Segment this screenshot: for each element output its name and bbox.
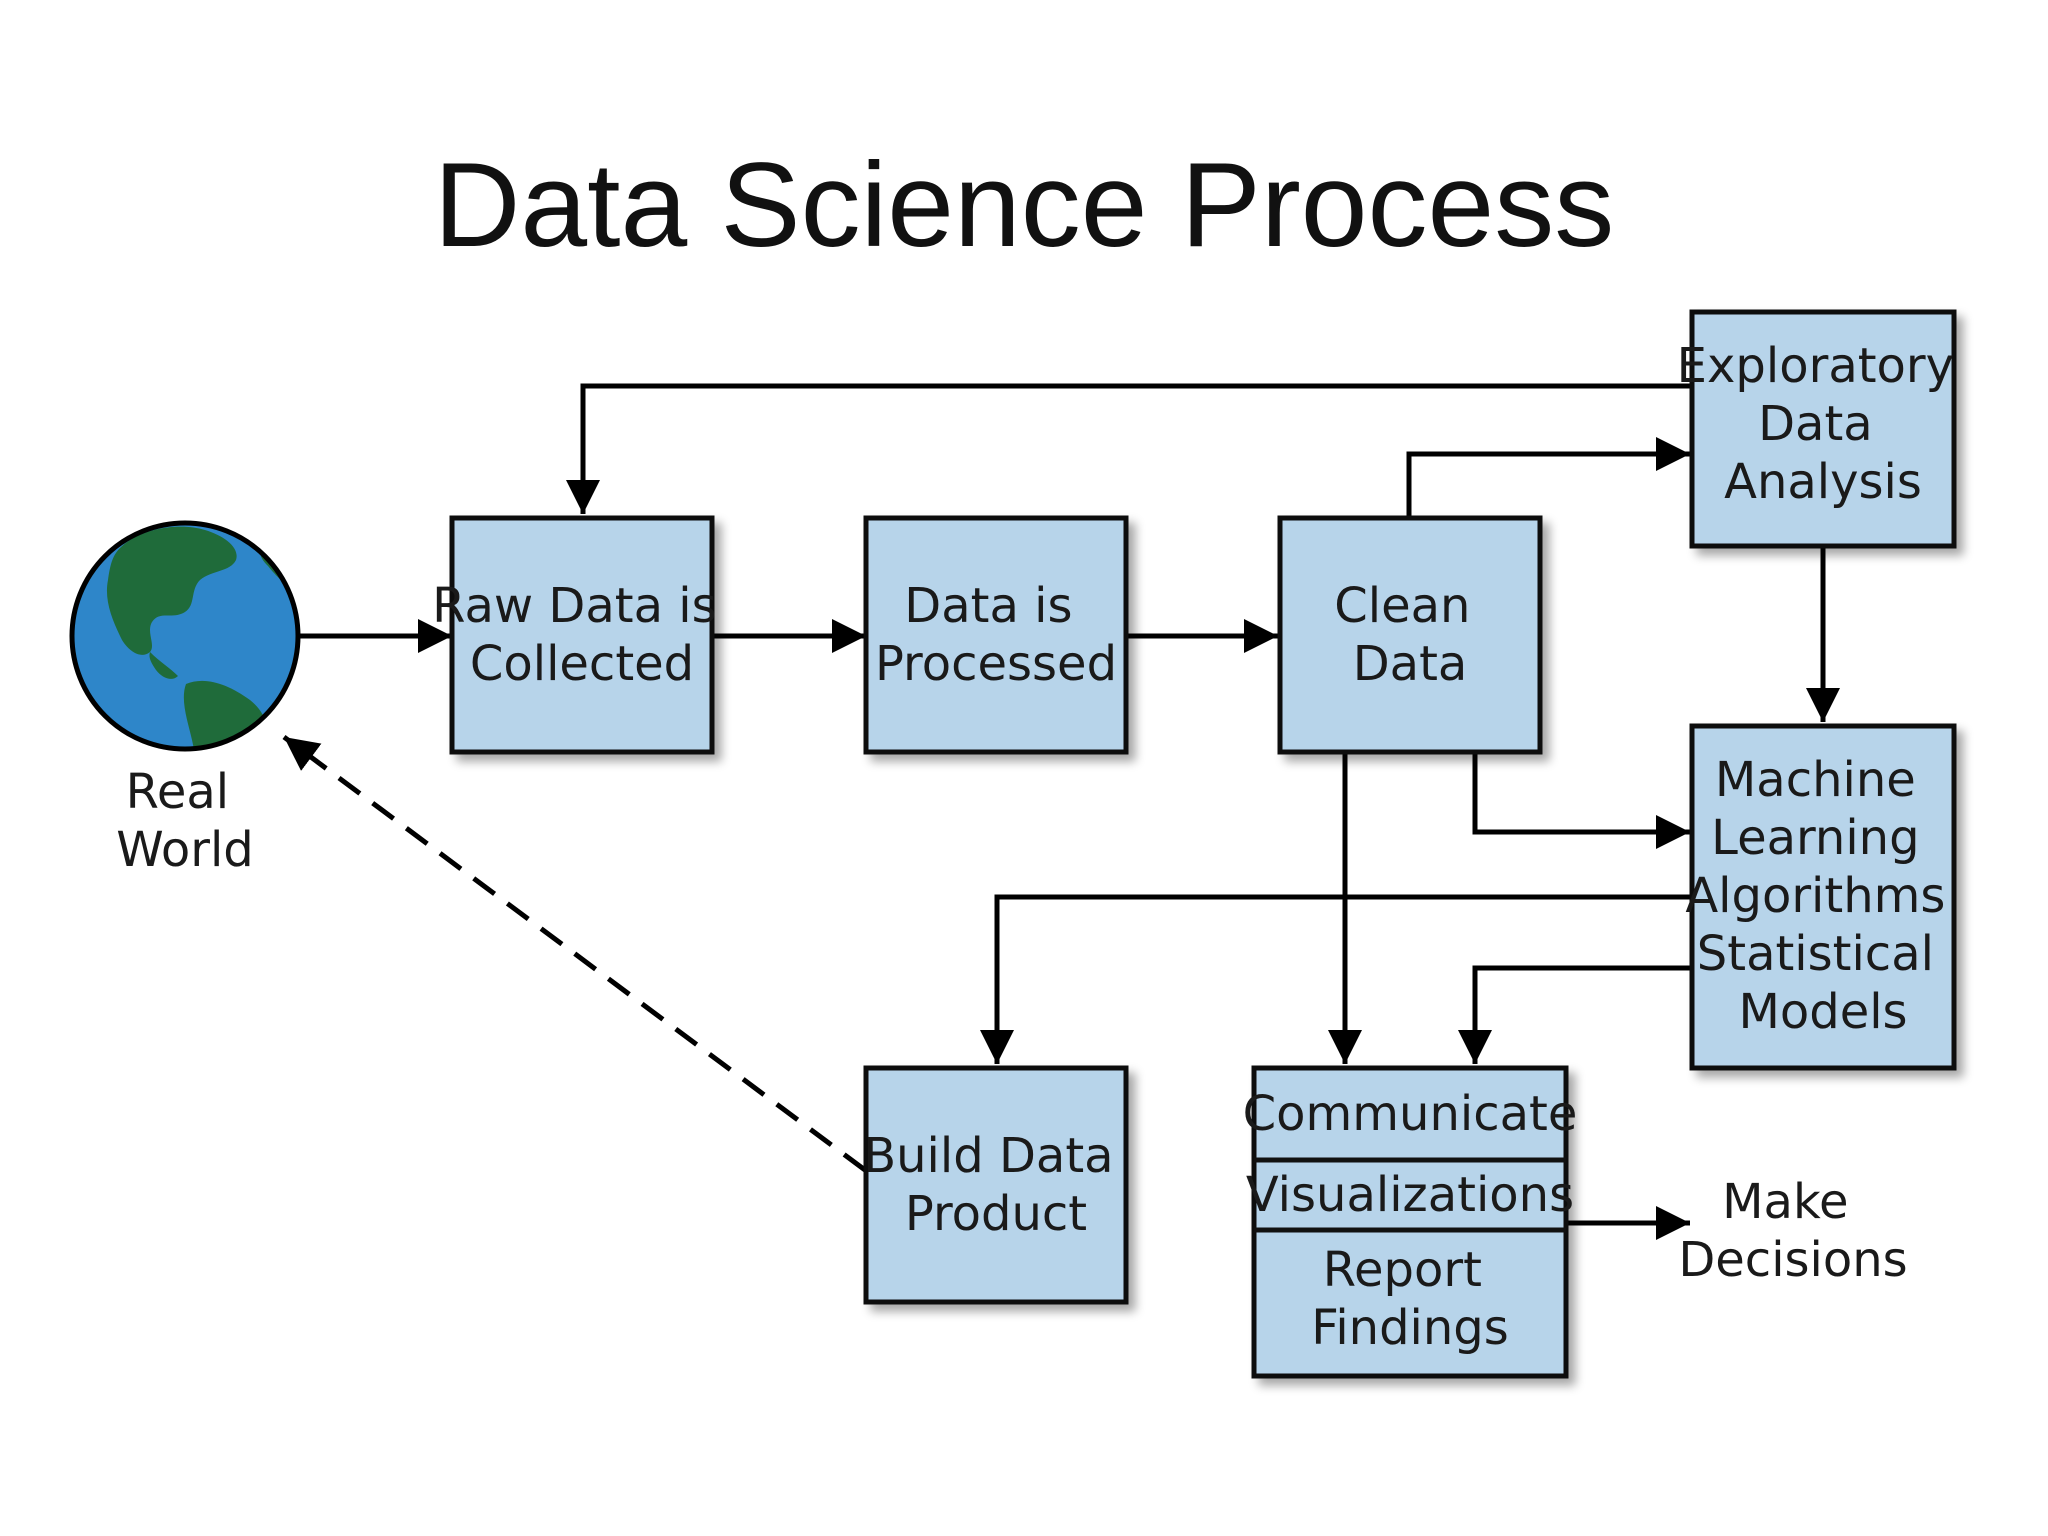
make-decisions-label-line-1: Make [1722, 1174, 1848, 1230]
processed-label: Data is Processed [875, 578, 1117, 692]
labels: Real World Raw Data is Collected Data is… [116, 338, 1970, 1356]
build-product-label-line-2: Product [905, 1186, 1087, 1242]
make-decisions-label: Make Decisions [1678, 1174, 1907, 1288]
build-product-label-line-1: Build Data [863, 1128, 1113, 1184]
raw-data-box [449, 515, 715, 755]
communicate-label: Communicate [1243, 1086, 1578, 1142]
ml-label-line-4: Statistical [1697, 926, 1934, 982]
arrow-ml-to-product [980, 894, 1692, 1064]
raw-data-label: Raw Data is Collected [432, 578, 732, 692]
eda-box [1689, 309, 1957, 549]
build-product-label: Build Data Product [863, 1128, 1129, 1242]
clean-data-label-line-2: Data [1353, 636, 1468, 692]
raw-data-label-line-1: Raw Data is [432, 578, 716, 634]
ml-label: Machine Learning Algorithms Statistical … [1685, 752, 1960, 1040]
raw-data-label-line-2: Collected [470, 636, 694, 692]
ml-label-line-2: Learning [1711, 810, 1919, 866]
clean-data-box [1277, 515, 1543, 755]
eda-label-line-2: Data [1758, 396, 1873, 452]
make-decisions-label-line-2: Decisions [1678, 1232, 1907, 1288]
build-product-box [863, 1065, 1129, 1305]
processed-box [863, 515, 1129, 755]
report-findings-label: Report Findings [1311, 1242, 1509, 1356]
report-findings-label-line-2: Findings [1311, 1300, 1509, 1356]
globe-icon [69, 520, 301, 752]
eda-label-line-3: Analysis [1724, 454, 1922, 510]
arrow-eda-to-raw [566, 383, 1692, 514]
eda-label: Exploratory Data Analysis [1677, 338, 1970, 510]
eda-label-line-1: Exploratory [1677, 338, 1954, 394]
ml-label-line-5: Models [1738, 984, 1907, 1040]
ml-label-line-1: Machine [1715, 752, 1916, 808]
clean-data-label: Clean Data [1334, 578, 1485, 692]
arrow-clean-to-eda [1406, 437, 1690, 518]
ml-label-line-3: Algorithms [1685, 868, 1945, 924]
ml-box [1689, 723, 1957, 1071]
real-world-label-line-2: World [116, 822, 254, 878]
report-findings-label-line-1: Report [1323, 1242, 1482, 1298]
arrow-ml-to-communicate [1458, 965, 1692, 1064]
arrow-clean-to-ml [1472, 752, 1690, 849]
real-world-label: Real World [116, 764, 254, 878]
communicate-box [1251, 1065, 1569, 1379]
processed-label-line-1: Data is [904, 578, 1072, 634]
arrow-product-to-realworld [282, 734, 867, 1173]
real-world-label-line-1: Real [126, 764, 229, 820]
processed-label-line-2: Processed [875, 636, 1117, 692]
clean-data-label-line-1: Clean [1334, 578, 1470, 634]
boxes [449, 309, 1957, 1379]
page-title: Data Science Process [433, 138, 1615, 272]
connectors [282, 383, 1840, 1240]
visualizations-label: Visualizations [1246, 1167, 1574, 1223]
